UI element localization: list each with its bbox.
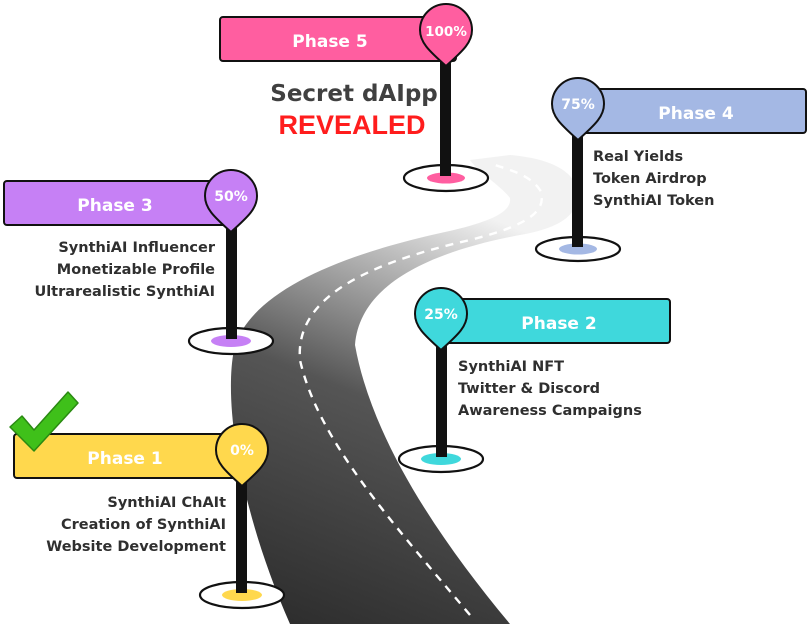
phase-1-item-3: Website Development <box>46 539 226 555</box>
phase-3-item-2: Monetizable Profile <box>57 262 215 278</box>
phase-2-base-dot <box>421 453 461 465</box>
phase-2-item-1: SynthiAI NFT <box>458 359 564 375</box>
phase-1-percent: 0% <box>230 443 254 459</box>
phase-1-item-2: Creation of SynthiAI <box>61 517 226 533</box>
phase-4-item-3: SynthiAI Token <box>593 193 714 209</box>
phase-5-pole <box>440 60 451 176</box>
phase-4-item-2: Token Airdrop <box>593 171 707 187</box>
phase-3-title: Phase 3 <box>77 196 152 216</box>
phase-3-marker-pin <box>203 169 259 234</box>
headline-secret: Secret dAIpp <box>270 81 438 107</box>
phase-2-item-3: Awareness Campaigns <box>458 403 642 419</box>
phase-1-title: Phase 1 <box>87 449 162 469</box>
phase-4-percent: 75% <box>561 97 595 113</box>
phase-4-pole <box>572 125 583 247</box>
road-center-line <box>298 163 543 616</box>
phase-1-pole <box>236 470 247 593</box>
phase-3-pole <box>226 215 237 339</box>
phase-1-group: Phase 1 0% SynthiAI ChAIt Creation of Sy… <box>9 391 286 610</box>
phase-1-item-1: SynthiAI ChAIt <box>107 495 226 511</box>
headline: Secret dAIpp REVEALED <box>270 81 438 140</box>
phase-3-item-1: SynthiAI Influencer <box>58 240 215 256</box>
phase-3-item-3: Ultrarealistic SynthiAI <box>34 284 215 300</box>
phase-3-base-dot <box>211 335 251 347</box>
phase-2-pole <box>436 333 447 457</box>
phase-2-marker-pin <box>413 287 469 352</box>
phase-5-title: Phase 5 <box>292 32 367 52</box>
phase-3-percent: 50% <box>214 189 248 205</box>
phase-2-group: Phase 2 25% SynthiAI NFT Twitter & Disco… <box>397 287 671 474</box>
phase-3-group: Phase 3 50% SynthiAI Influencer Monetiza… <box>3 169 275 356</box>
phase-2-item-2: Twitter & Discord <box>458 381 600 397</box>
check-icon <box>9 391 79 452</box>
phase-5-percent: 100% <box>425 24 467 40</box>
phase-5-marker-pin <box>418 3 474 68</box>
phase-2-title: Phase 2 <box>521 314 596 334</box>
phase-4-item-1: Real Yields <box>593 149 683 165</box>
phase-5-base-dot <box>427 172 465 184</box>
phase-4-marker-pin <box>550 77 606 142</box>
phase-4-base-dot <box>559 243 597 255</box>
phase-1-marker-pin <box>214 423 270 488</box>
phase-5-group: Phase 5 100% <box>219 3 490 193</box>
phase-2-percent: 25% <box>424 307 458 323</box>
phase-4-group: Phase 4 75% Real Yields Token Airdrop Sy… <box>534 77 807 263</box>
road <box>230 155 579 624</box>
phase-4-title: Phase 4 <box>658 104 734 124</box>
headline-revealed: REVEALED <box>278 110 425 140</box>
phase-1-base-dot <box>222 589 262 601</box>
road-surface <box>230 155 579 624</box>
